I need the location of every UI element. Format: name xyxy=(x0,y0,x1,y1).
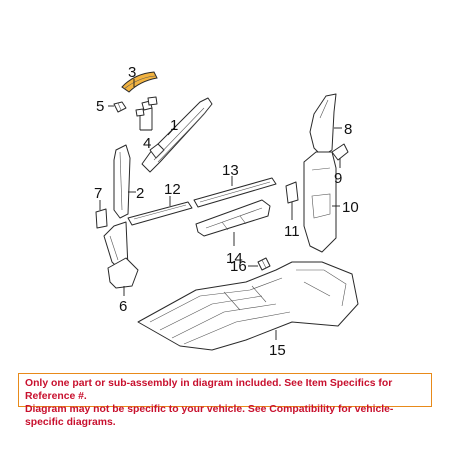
callout-15: 15 xyxy=(269,342,286,359)
callout-10: 10 xyxy=(342,199,359,216)
part-1-pillar-trim[interactable] xyxy=(141,97,213,173)
part-7-bracket[interactable] xyxy=(95,208,108,229)
callout-2: 2 xyxy=(136,185,144,202)
part-10-lower-pillar-trim[interactable] xyxy=(303,151,337,253)
callout-6: 6 xyxy=(119,298,127,315)
callout-11: 11 xyxy=(284,223,300,240)
part-4-clips[interactable] xyxy=(135,96,158,117)
callout-5: 5 xyxy=(96,98,104,115)
callout-14: 14 xyxy=(226,250,243,267)
callout-9: 9 xyxy=(334,170,342,187)
disclaimer-line-2: Diagram may not be specific to your vehi… xyxy=(25,404,394,428)
part-2-lower-pillar-trim[interactable] xyxy=(103,144,131,273)
callout-12: 12 xyxy=(164,181,181,198)
part-3-highlighted-trim[interactable] xyxy=(121,71,158,93)
part-5-clip[interactable] xyxy=(113,101,127,113)
part-8-upper-pillar-trim[interactable] xyxy=(309,93,337,157)
callout-13: 13 xyxy=(222,162,239,179)
leader-1 xyxy=(167,125,177,136)
part-9-bracket[interactable] xyxy=(331,143,349,161)
leader-4 xyxy=(139,108,153,131)
callout-1: 1 xyxy=(170,117,178,134)
callout-4: 4 xyxy=(143,135,151,152)
callout-3: 3 xyxy=(128,64,136,81)
part-12-sill-plate[interactable] xyxy=(127,201,193,226)
part-13-sill-plate[interactable] xyxy=(193,177,277,208)
disclaimer-line-1: Only one part or sub-assembly in diagram… xyxy=(25,378,393,402)
callout-16: 16 xyxy=(230,258,247,275)
part-14-sill-support[interactable] xyxy=(195,199,271,237)
callout-7: 7 xyxy=(94,185,102,202)
part-6-kick-panel[interactable] xyxy=(107,257,139,289)
part-16-clip[interactable] xyxy=(257,257,271,271)
part-11-bracket[interactable] xyxy=(285,181,299,204)
callout-8: 8 xyxy=(344,121,352,138)
part-15-floor-carpet[interactable] xyxy=(137,261,359,351)
disclaimer-box: Only one part or sub-assembly in diagram… xyxy=(18,373,432,428)
